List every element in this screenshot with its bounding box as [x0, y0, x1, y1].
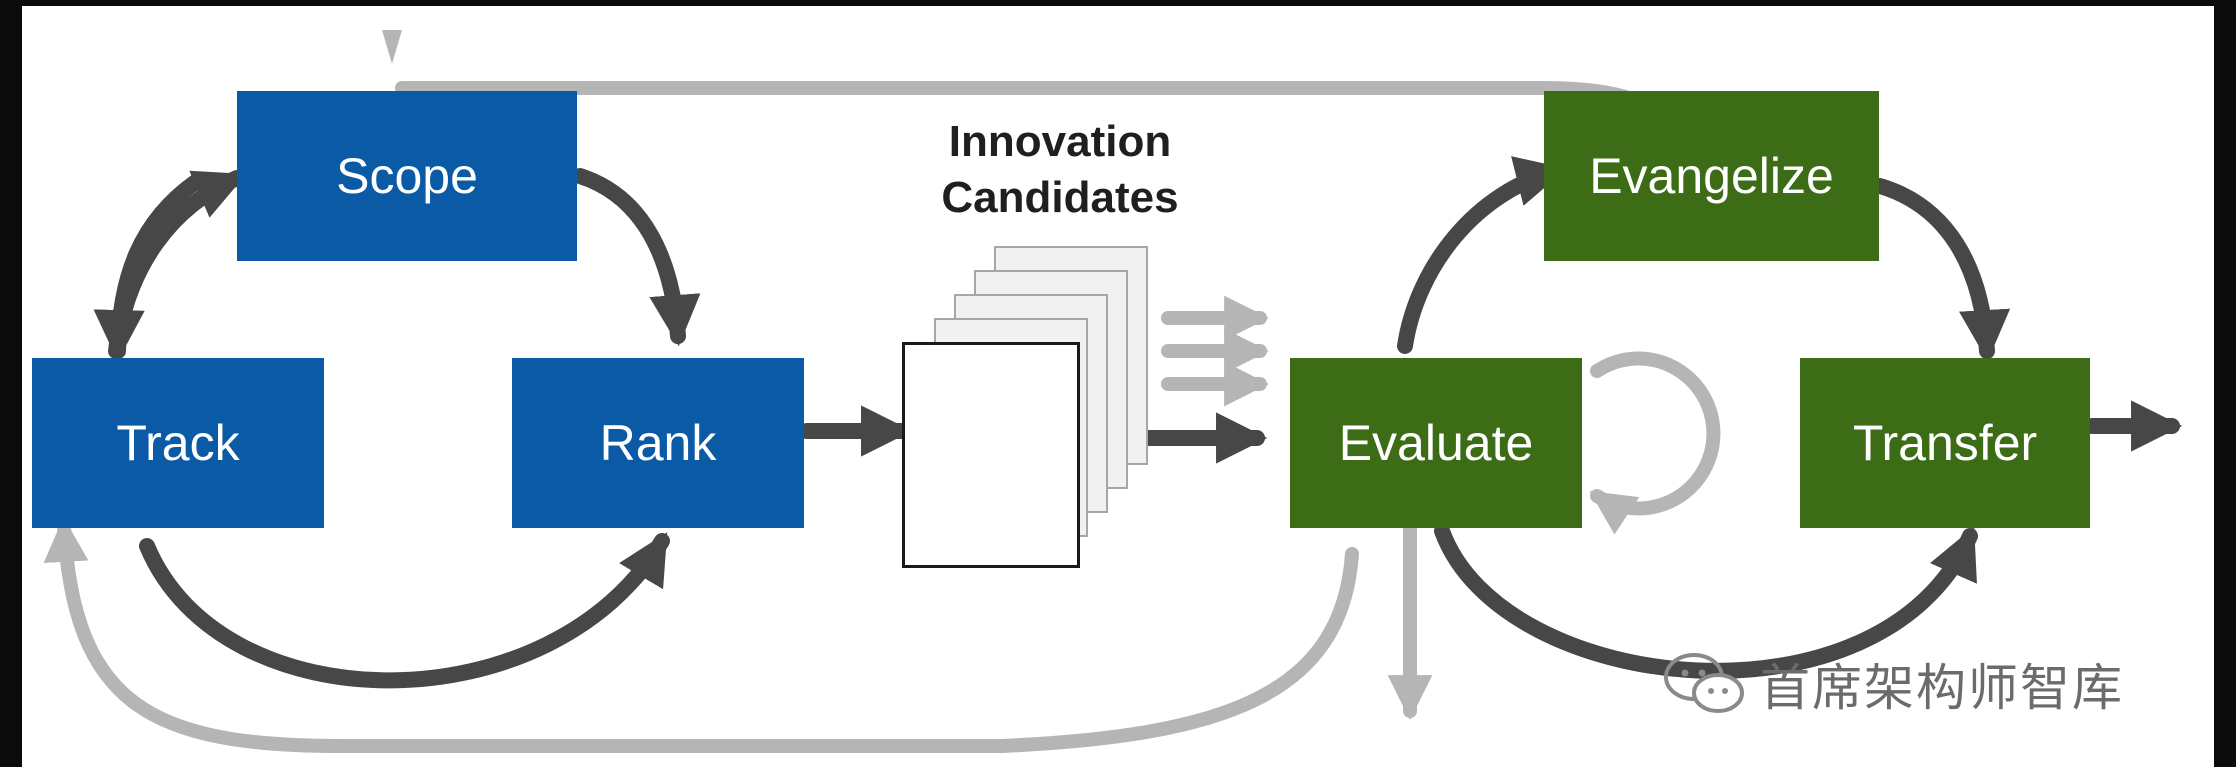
transfer-label: Transfer	[1852, 415, 2038, 471]
track-label: Track	[116, 415, 240, 471]
watermark-text: 首席架构师智库	[1760, 660, 2124, 716]
bottom-feedback-arrow	[43, 517, 1359, 753]
evaluate-to-transfer-arrow	[1434, 523, 1978, 679]
diagram-canvas: Innovation Candidates Scope Track Rank E…	[22, 6, 2214, 767]
wechat-icon	[1664, 653, 1744, 713]
evangelize-to-transfer-arrow	[1872, 178, 2011, 362]
evangelize-label: Evangelize	[1589, 148, 1834, 204]
rank-box: Rank	[512, 358, 804, 528]
track-box: Track	[32, 358, 324, 528]
transfer-box: Transfer	[1800, 358, 2090, 528]
evaluate-label: Evaluate	[1338, 415, 1534, 471]
candidate-sheet-front	[902, 342, 1080, 568]
innovation-candidates-label: Innovation Candidates	[910, 114, 1210, 226]
evangelize-box: Evangelize	[1544, 91, 1879, 261]
top-incoming-arrowhead	[382, 30, 402, 64]
scope-to-track-arrow	[93, 173, 205, 362]
track-to-rank-arrow	[139, 532, 670, 689]
rank-label: Rank	[599, 415, 717, 471]
evaluate-box: Evaluate	[1290, 358, 1582, 528]
watermark: 首席架构师智库	[1660, 648, 2124, 720]
evaluate-to-evangelize-arrow	[1397, 156, 1567, 354]
evaluate-loop-arrow	[1589, 351, 1721, 535]
header-line-2: Candidates	[941, 173, 1179, 222]
header-line-1: Innovation	[948, 117, 1172, 166]
scope-to-rank-arrow	[572, 168, 701, 347]
scope-label: Scope	[336, 148, 478, 204]
arrows-layer	[43, 30, 2183, 753]
scope-box: Scope	[237, 91, 577, 261]
